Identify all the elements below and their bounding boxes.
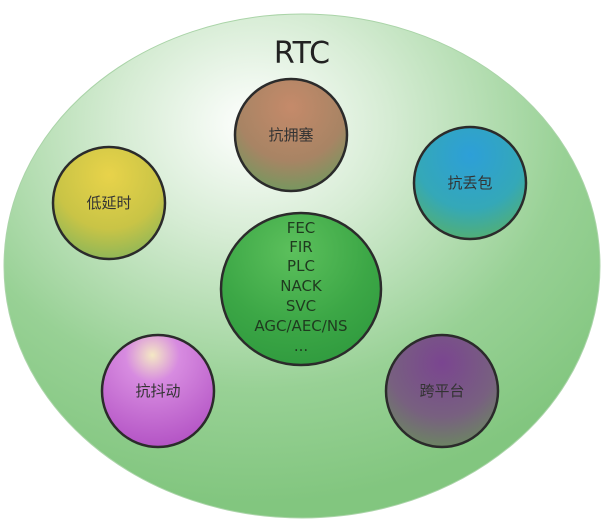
center-item-svc: SVC bbox=[286, 297, 316, 315]
center-item-nack: NACK bbox=[280, 277, 323, 295]
center-item-ellipsis: ... bbox=[294, 337, 308, 355]
node-packet-loss-label: 抗丢包 bbox=[447, 174, 492, 192]
node-congestion-label: 抗拥塞 bbox=[268, 126, 313, 144]
node-jitter: 抗抖动 bbox=[100, 333, 216, 449]
diagram-title: RTC bbox=[274, 36, 330, 71]
node-center: FEC FIR PLC NACK SVC AGC/AEC/NS ... bbox=[219, 211, 383, 367]
center-item-fir: FIR bbox=[289, 238, 312, 256]
node-cross-platform: 跨平台 bbox=[384, 333, 500, 449]
node-jitter-label: 抗抖动 bbox=[135, 382, 180, 400]
center-item-fec: FEC bbox=[287, 219, 316, 237]
node-low-latency: 低延时 bbox=[51, 145, 167, 261]
node-cross-platform-label: 跨平台 bbox=[419, 382, 464, 400]
node-packet-loss: 抗丢包 bbox=[412, 125, 528, 241]
node-congestion: 抗拥塞 bbox=[233, 77, 349, 193]
node-low-latency-label: 低延时 bbox=[86, 194, 131, 212]
center-item-plc: PLC bbox=[287, 257, 315, 275]
center-item-agc-aec-ns: AGC/AEC/NS bbox=[254, 317, 347, 335]
